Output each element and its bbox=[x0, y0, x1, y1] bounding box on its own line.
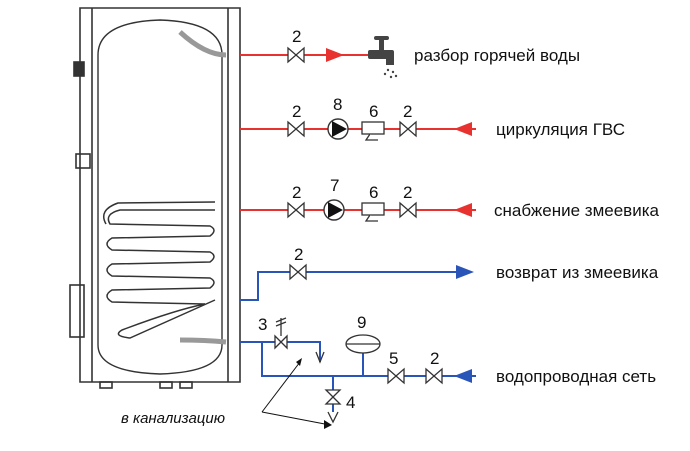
mains-line: 3 9 4 5 2 водопроводная сеть bbox=[240, 313, 656, 424]
coil-supply-line: 2 7 6 2 снабжение змеевика bbox=[240, 176, 660, 222]
boiler-tank bbox=[69, 7, 241, 389]
valve-return-number: 2 bbox=[294, 245, 303, 264]
valve-coil-1-number: 2 bbox=[292, 183, 301, 202]
hot-draw-label: разбор горячей воды bbox=[414, 46, 580, 65]
check-valve-icon bbox=[361, 202, 385, 222]
valve-hot-number: 2 bbox=[292, 27, 301, 46]
coil-return-label: возврат из змеевика bbox=[496, 263, 659, 282]
faucet-icon bbox=[368, 36, 398, 79]
drain-valve-number: 4 bbox=[346, 393, 355, 412]
pump-icon bbox=[323, 199, 345, 221]
valve-coil-2-number: 2 bbox=[403, 183, 412, 202]
valve-mains-number: 2 bbox=[430, 349, 439, 368]
gate-valve-icon bbox=[387, 367, 443, 385]
gate-valve-icon bbox=[287, 201, 417, 219]
drain-valve-icon bbox=[324, 389, 342, 424]
pump-recirc-number: 8 bbox=[333, 95, 342, 114]
recirc-line: 2 8 6 2 циркуляция ГВС bbox=[240, 95, 625, 141]
mains-label: водопроводная сеть bbox=[496, 367, 656, 386]
valve-recirc-2-number: 2 bbox=[403, 102, 412, 121]
gate-valve-icon bbox=[287, 46, 305, 64]
check-coil-number: 6 bbox=[369, 183, 378, 202]
pump-icon bbox=[327, 118, 349, 140]
gate-valve-icon bbox=[287, 120, 417, 138]
expansion-tank-number: 9 bbox=[357, 313, 366, 332]
coil-return-line: 2 возврат из змеевика bbox=[240, 245, 659, 301]
heat-exchanger-coil bbox=[103, 201, 216, 339]
gate-valve-icon bbox=[289, 263, 307, 281]
check-valve-icon bbox=[361, 121, 385, 141]
expansion-tank-icon bbox=[345, 334, 381, 376]
coil-supply-label: снабжение змеевика bbox=[494, 201, 660, 220]
drain-label: в канализацию bbox=[121, 410, 225, 427]
check-recirc-number: 6 bbox=[369, 102, 378, 121]
drain-annotation: в канализацию bbox=[121, 358, 332, 429]
pump-coil-number: 7 bbox=[330, 176, 339, 195]
check-mains-number: 5 bbox=[389, 349, 398, 368]
hot-draw-line: 2 разбор горячей воды bbox=[240, 27, 580, 79]
recirc-label: циркуляция ГВС bbox=[496, 120, 625, 139]
safety-valve-icon bbox=[274, 317, 288, 350]
safety-valve-number: 3 bbox=[258, 315, 267, 334]
valve-recirc-1-number: 2 bbox=[292, 102, 301, 121]
